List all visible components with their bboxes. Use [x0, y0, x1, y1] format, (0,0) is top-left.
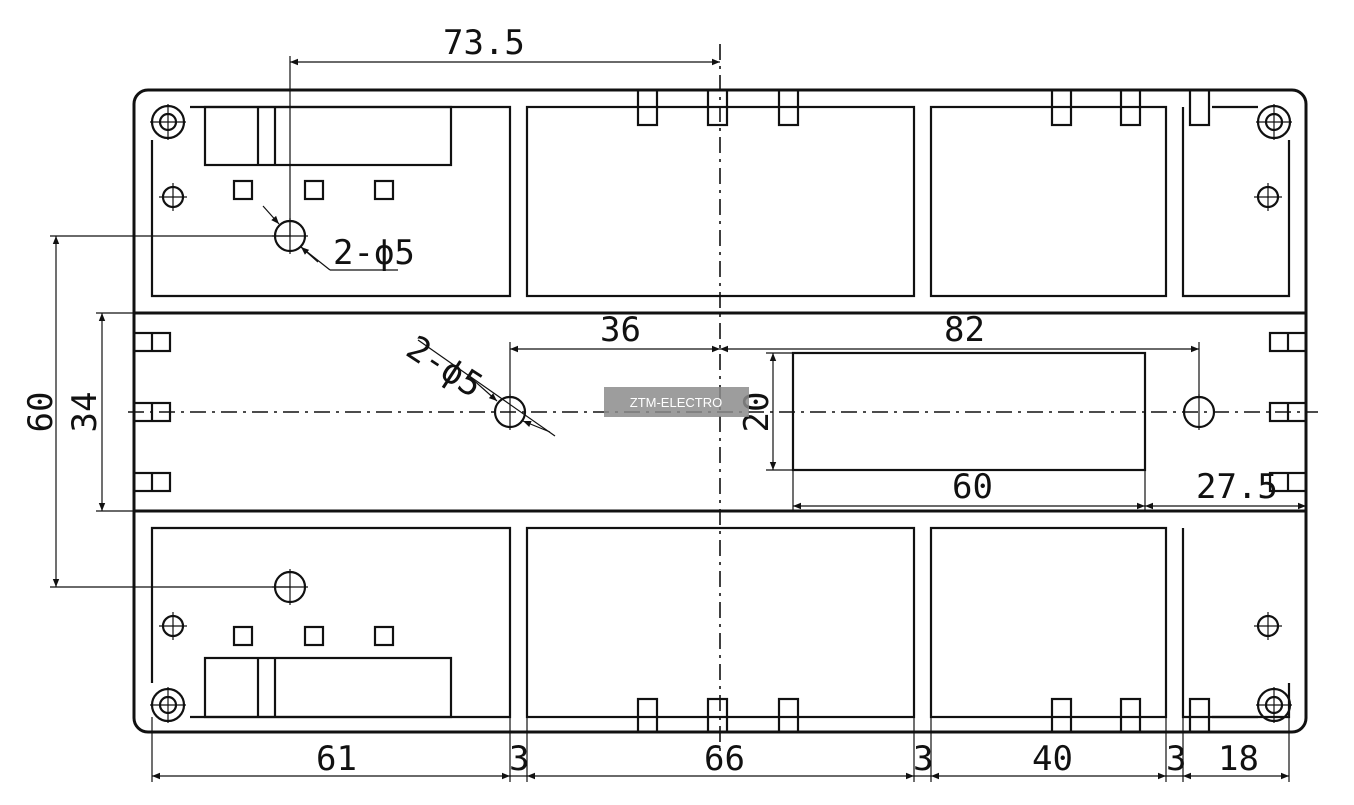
watermark-text: ZTM-ELECTRO [630, 395, 722, 410]
dim-text-61: 61 [316, 739, 357, 779]
dim-left-outer: 60 [21, 235, 290, 588]
leader-hole-middle: 2-ϕ5 [399, 328, 556, 437]
dim-text-60-left: 60 [21, 392, 61, 433]
snap-tabs-top [636, 88, 1211, 127]
dim-text-34: 34 [65, 392, 105, 433]
dim-top-width: 73.5 [289, 23, 720, 236]
small-holes [159, 183, 1282, 640]
dim-middle: 36 82 [509, 310, 1200, 398]
dim-text-60-window: 60 [952, 467, 993, 507]
dim-left-inner: 34 [65, 312, 134, 512]
hole-note-middle: 2-ϕ5 [399, 328, 489, 406]
dim-text-27-5: 27.5 [1196, 467, 1278, 507]
dim-window-width: 60 27.5 [792, 467, 1306, 512]
snap-tabs-bottom [636, 697, 1211, 734]
corner-screw-holes [150, 104, 1292, 723]
dim-text-3b: 3 [913, 739, 933, 779]
hole-note-top: 2-ϕ5 [333, 233, 415, 273]
dim-text-3c: 3 [1166, 739, 1186, 779]
watermark: ZTM-ELECTRO [604, 387, 749, 417]
dim-text-82: 82 [944, 310, 985, 350]
dim-text-18: 18 [1218, 739, 1259, 779]
dim-text-40: 40 [1032, 739, 1073, 779]
dim-text-3a: 3 [509, 739, 529, 779]
dim-text-36: 36 [600, 310, 641, 350]
dim-text-66: 66 [704, 739, 745, 779]
dim-bottom-chain: 61 3 66 3 40 3 18 [151, 717, 1290, 782]
small-squares [232, 179, 395, 647]
terminal-block-top [203, 105, 453, 167]
dim-text-73-5: 73.5 [443, 23, 525, 63]
leader-hole-top: 2-ϕ5 [262, 205, 415, 273]
terminal-block-bottom [203, 656, 453, 719]
